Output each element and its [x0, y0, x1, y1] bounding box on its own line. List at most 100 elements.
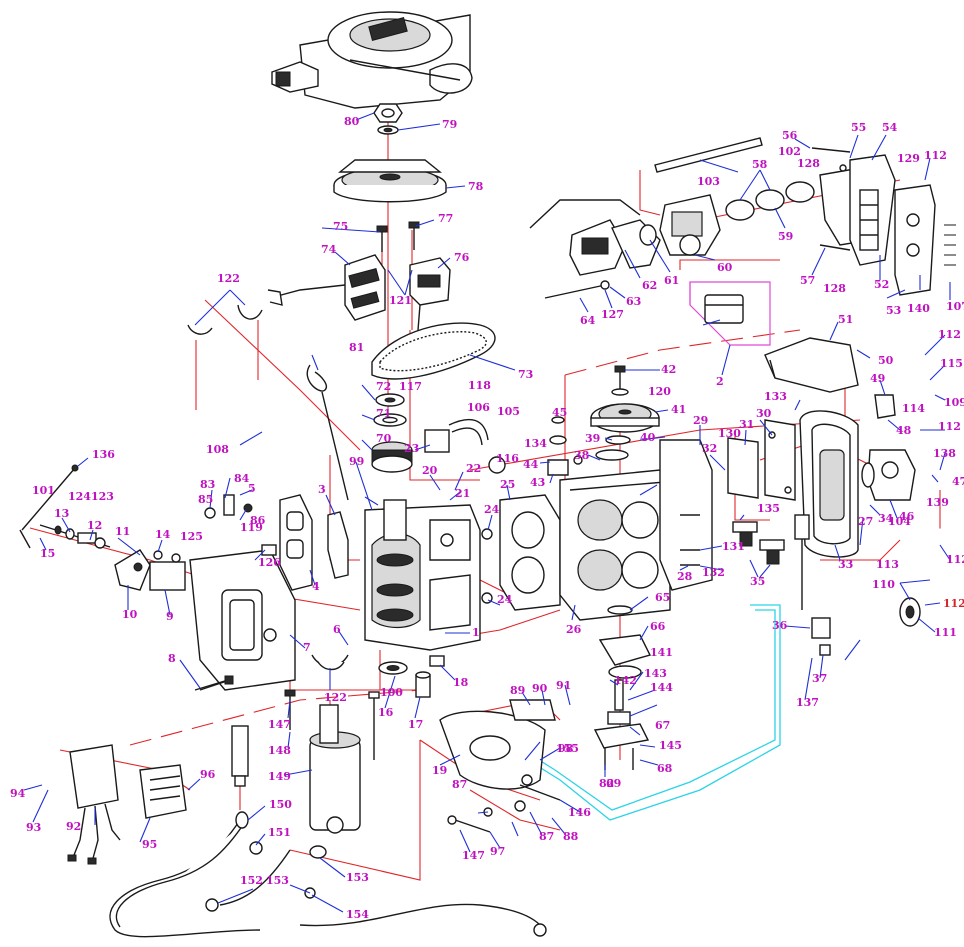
callout-7: 7: [303, 641, 311, 654]
callout-40: 40: [640, 431, 656, 444]
callout-123: 123: [91, 490, 114, 503]
callout-141: 141: [650, 646, 673, 659]
callout-103: 103: [697, 175, 720, 188]
callout-146: 146: [568, 806, 591, 819]
bearing-shell-upper: [187, 304, 263, 335]
callout-122: 122: [324, 691, 347, 704]
callout-148: 148: [268, 744, 291, 757]
callout-48: 48: [896, 424, 912, 437]
callout-155: 155: [556, 742, 579, 755]
callout-153: 153: [266, 874, 289, 887]
fuel-pump-hoses: [838, 358, 942, 682]
callout-112: 112: [943, 597, 964, 610]
callout-99: 99: [349, 455, 364, 468]
callout-64: 64: [580, 314, 596, 327]
callout-124: 124: [68, 490, 91, 503]
callout-46: 46: [899, 510, 915, 523]
callout-35: 35: [750, 575, 765, 588]
callout-24: 24: [484, 503, 500, 516]
callout-36: 36: [772, 619, 788, 632]
callout-127: 127: [601, 308, 624, 321]
callout-115: 115: [940, 357, 963, 370]
callout-87: 87: [452, 778, 467, 791]
callout-13: 13: [54, 507, 69, 520]
callout-labels: 1234567891011121314151617181920212223242…: [10, 115, 964, 921]
callout-109: 109: [944, 396, 964, 409]
callout-72: 72: [376, 380, 391, 393]
callout-106: 106: [467, 401, 490, 414]
intake-manifold: [189, 549, 296, 691]
callout-17: 17: [408, 718, 423, 731]
callout-69: 69: [606, 777, 621, 790]
coil-screw-right: [408, 221, 420, 250]
callout-102: 102: [778, 145, 801, 158]
callout-44: 44: [523, 458, 539, 471]
callout-89: 89: [510, 684, 525, 697]
starter-bolts: [284, 689, 380, 760]
leader-lines: [23, 112, 951, 913]
callout-125: 125: [180, 530, 203, 543]
callout-59: 59: [778, 230, 793, 243]
callout-133: 133: [764, 390, 787, 403]
callout-53: 53: [886, 304, 901, 317]
thermostat-housing: [424, 418, 489, 453]
battery-cables: [109, 811, 547, 938]
callout-138: 138: [933, 447, 956, 460]
intake-silencer: [569, 219, 626, 276]
callout-25: 25: [500, 478, 515, 491]
callout-37: 37: [812, 672, 827, 685]
callout-14: 14: [155, 528, 171, 541]
callout-58: 58: [752, 158, 768, 171]
throttle-linkage-rod: [19, 464, 79, 549]
callout-54: 54: [882, 121, 898, 134]
callout-74: 74: [321, 243, 337, 256]
callout-56: 56: [782, 129, 798, 142]
callout-135: 135: [757, 502, 780, 515]
callout-104: 104: [888, 515, 911, 528]
callout-26: 26: [566, 623, 582, 636]
fuel-hose-107: [934, 173, 956, 280]
callout-126: 126: [258, 556, 281, 569]
drive-pulley: [371, 441, 413, 473]
callout-105: 105: [497, 405, 520, 418]
ignition-coil-left: [267, 254, 386, 321]
callout-100: 100: [380, 686, 403, 699]
callout-33: 33: [838, 558, 853, 571]
callout-22: 22: [466, 462, 481, 475]
callout-8: 8: [168, 652, 176, 665]
callout-30: 30: [756, 407, 772, 420]
callout-63: 63: [626, 295, 641, 308]
callout-62: 62: [642, 279, 657, 292]
callout-149: 149: [268, 770, 291, 783]
callout-132: 132: [702, 566, 725, 579]
callout-112: 112: [938, 328, 961, 341]
callout-98: 98: [558, 742, 574, 755]
callout-52: 52: [874, 278, 889, 291]
flywheel-washer: [377, 125, 399, 135]
callout-3: 3: [318, 483, 326, 496]
callout-101: 101: [32, 484, 55, 497]
callout-28: 28: [677, 570, 693, 583]
callout-15: 15: [40, 547, 55, 560]
callout-119: 119: [240, 521, 263, 534]
reed-valve-plate: [849, 154, 896, 266]
callout-112: 112: [946, 553, 964, 566]
manifold-gasket: [279, 494, 313, 591]
callout-144: 144: [650, 681, 673, 694]
flywheel-nut: [373, 103, 403, 123]
pulley-nut: [375, 393, 405, 407]
callout-91: 91: [556, 679, 571, 692]
callout-90: 90: [532, 682, 548, 695]
bypass-fittings: [204, 494, 277, 556]
callout-66: 66: [650, 620, 666, 633]
flywheel: [333, 159, 447, 203]
callout-4: 4: [312, 580, 320, 593]
callout-111: 111: [934, 626, 957, 639]
callout-32: 32: [702, 442, 717, 455]
callout-61: 61: [664, 274, 679, 287]
callout-107: 107: [946, 300, 964, 313]
crank-bushing: [415, 671, 431, 698]
callout-84: 84: [234, 472, 250, 485]
callout-95: 95: [142, 838, 157, 851]
timing-belt: [371, 322, 496, 380]
